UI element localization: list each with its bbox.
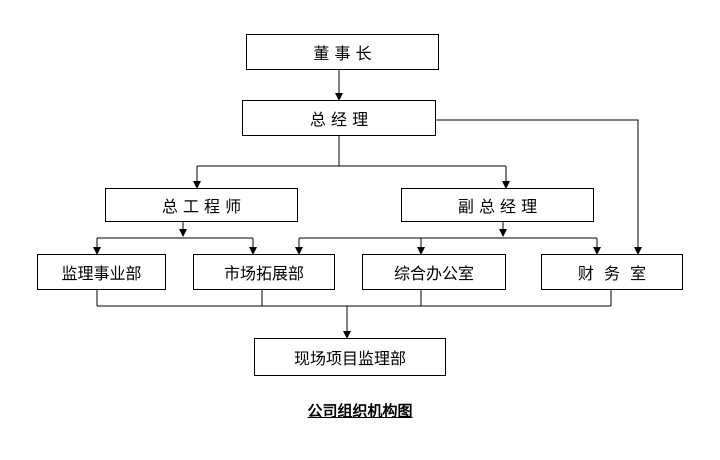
connector-gm-finance [436,119,642,255]
chart-caption: 公司组织机构图 [0,400,720,421]
node-supervision-dept: 监理事业部 [37,254,166,290]
chart-caption-text: 公司组织机构图 [307,402,413,420]
node-chief-engineer: 总 工 程 师 [105,188,298,222]
node-market-dept: 市场拓展部 [193,254,335,290]
node-site-supervision-dept: 现场项目监理部 [254,338,446,376]
node-finance-office: 财 务 室 [541,254,683,290]
node-chairman: 董 事 长 [246,34,439,70]
node-admin-office: 综合办公室 [362,254,506,290]
node-deputy-general-manager: 副 总 经 理 [401,188,594,222]
node-general-manager: 总 经 理 [242,100,436,136]
